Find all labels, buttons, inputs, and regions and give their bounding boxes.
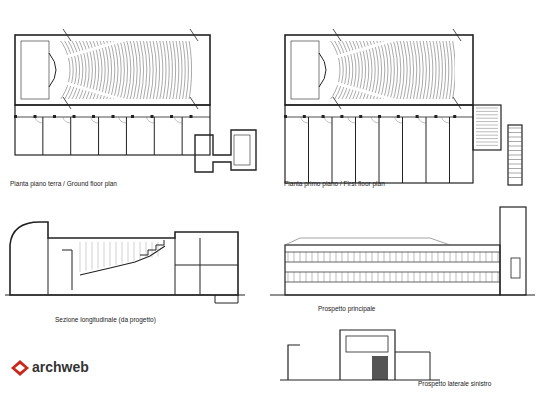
watermark: archweb [32,360,89,375]
drawing-title: Prospetto principale [318,305,375,312]
drawing-title: Prospetto laterale sinistro [418,380,491,387]
logo-mark [11,360,29,376]
first-floor-plan [284,0,540,224]
drawing-title: Pianta primo piano / First floor plan [284,180,385,187]
longitudinal-section [5,222,245,303]
drawing-title: Sezione longitudinale (da progetto) [55,316,156,323]
ground-floor-plan [14,0,308,229]
main-elevation [270,207,535,295]
left-side-elevation [280,330,440,380]
drawing-title: Pianta piano terra / Ground floor plan [10,180,117,187]
